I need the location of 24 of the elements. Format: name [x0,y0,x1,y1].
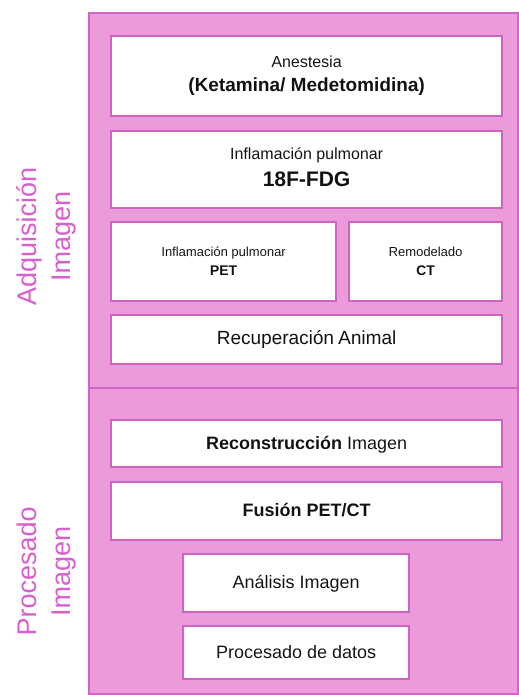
step-title: Reconstrucción Imagen [206,432,408,455]
step-title: Recuperación Animal [216,327,396,352]
step-box [182,625,410,680]
step-title: Fusión PET/CT [242,499,370,522]
step-detail: CT [416,260,435,280]
step-title: Inflamación pulmonar [161,244,286,261]
step-title: Inflamación pulmonar [230,145,383,166]
step-box [182,553,410,613]
step-title: Remodelado [388,244,462,261]
step-title: Procesado de datos [216,640,376,664]
step-detail: PET [210,260,238,280]
step-detail: 18F-FDG [262,167,350,194]
step-title: Análisis Imagen [232,571,360,594]
step-box [110,221,337,302]
step-box [110,130,503,209]
section-heading: Adquisición Imagen [11,166,77,308]
step-detail: (Ketamina/ Medetomidina) [188,74,425,98]
step-box [110,314,503,365]
step-title: Anestesia [271,53,342,74]
step-box [110,419,503,468]
section-heading: Procesado Imagen [11,505,77,638]
step-box [110,35,503,117]
step-box [348,221,503,302]
step-box [110,481,503,541]
